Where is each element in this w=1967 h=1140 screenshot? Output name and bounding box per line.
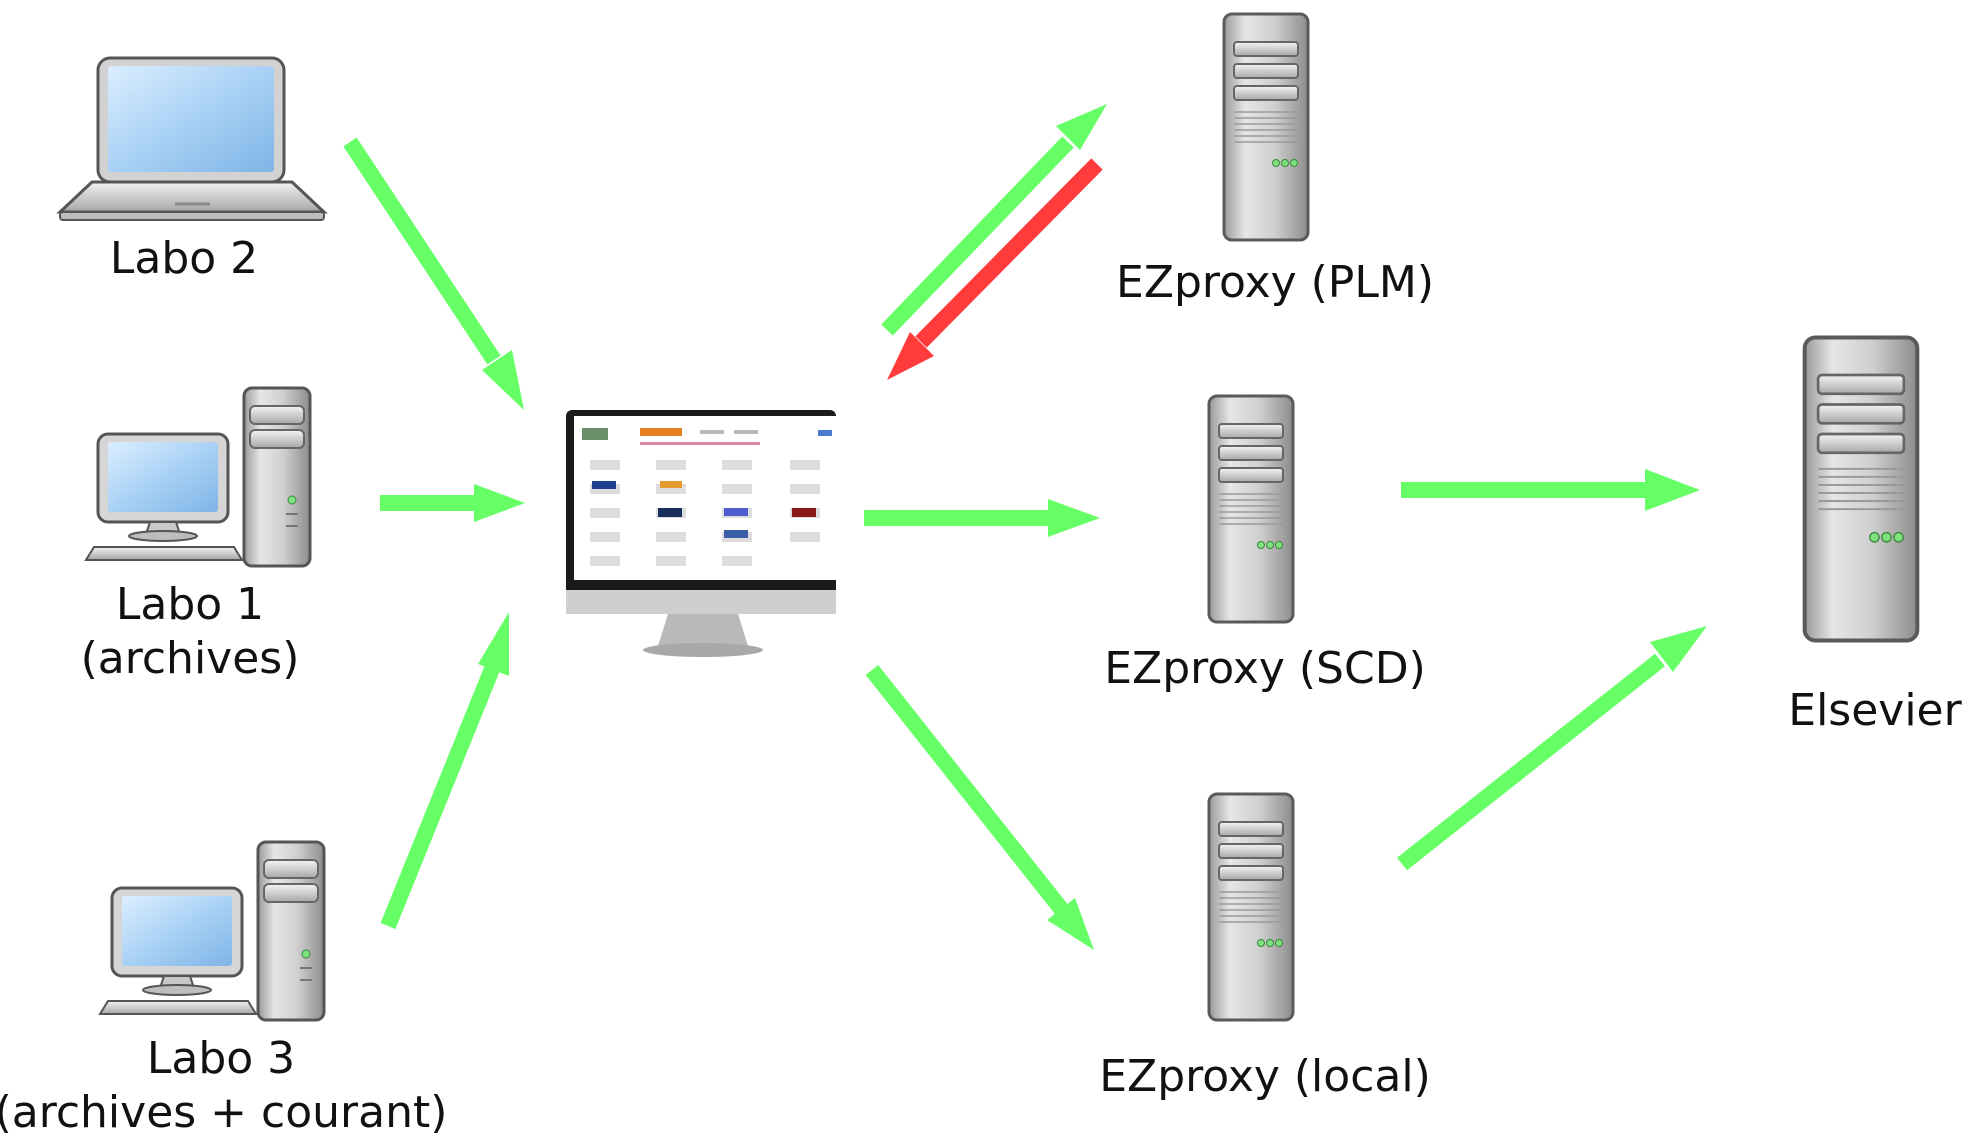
labo1-sublabel: (archives) <box>80 633 300 684</box>
laptop-icon <box>56 56 328 221</box>
server-icon <box>1222 12 1310 242</box>
labo1-label: Labo 1 <box>115 579 265 630</box>
arrow-ezproxy-local-to-elsevier <box>1397 626 1707 871</box>
ezproxy-local-label: EZproxy (local) <box>1099 1051 1431 1102</box>
desktop-computer-icon <box>84 386 312 568</box>
arrows <box>343 104 1707 950</box>
ezproxy-scd-label: EZproxy (SCD) <box>1104 643 1426 694</box>
server-icon <box>1207 394 1295 624</box>
arrow-labo3-to-portal <box>380 612 509 930</box>
arrow-ezproxy-plm-to-portal <box>887 158 1103 380</box>
elsevier-label: Elsevier <box>1788 685 1962 736</box>
monitor-portal-icon <box>566 410 836 657</box>
arrow-portal-to-ezproxy-plm <box>881 104 1107 336</box>
arrow-portal-to-ezproxy-scd <box>864 499 1100 537</box>
labo3-sublabel: (archives + courant) <box>0 1087 448 1138</box>
arrow-ezproxy-scd-to-elsevier <box>1401 469 1700 511</box>
ezproxy-plm-label: EZproxy (PLM) <box>1116 257 1434 308</box>
arrow-portal-to-ezproxy-local <box>865 665 1094 950</box>
labo3-label: Labo 3 <box>146 1033 296 1084</box>
server-icon <box>1805 337 1918 640</box>
arrow-labo2-to-portal <box>343 137 524 410</box>
desktop-computer-icon <box>98 840 326 1022</box>
labo2-label: Labo 2 <box>109 233 259 284</box>
server-icon <box>1207 792 1295 1022</box>
arrow-labo1-to-portal <box>380 484 525 522</box>
